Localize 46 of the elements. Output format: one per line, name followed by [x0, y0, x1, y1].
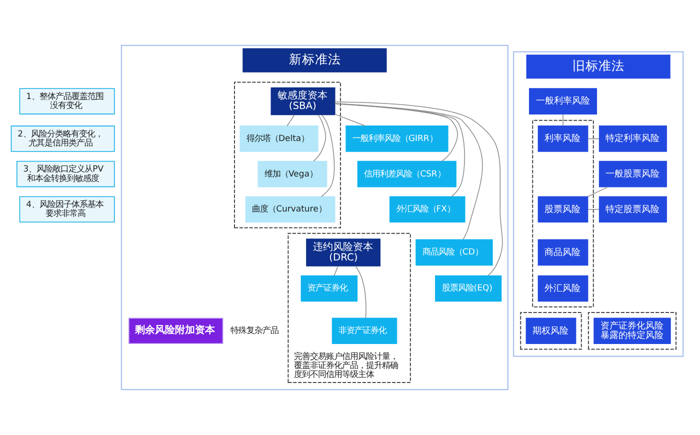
- node-label: 特殊复杂产品: [230, 325, 279, 336]
- node-box: 得尔塔（Delta）: [240, 126, 318, 152]
- node-box: 特定股票风险: [598, 196, 667, 223]
- connector: [334, 103, 483, 240]
- cluster: [520, 312, 582, 350]
- node-box: 期权风险: [526, 318, 576, 344]
- cluster: [532, 120, 594, 308]
- node-box: 2、风险分类略有变化，尤其是信用类产品: [10, 126, 115, 152]
- connector: [334, 266, 338, 276]
- node-box: 违约风险资本 (DRC): [306, 238, 380, 266]
- node-box: 资产证券化风险暴露的特定风险: [594, 318, 671, 344]
- node-box: 维加（Vega）: [258, 160, 328, 188]
- cluster: [234, 82, 341, 228]
- node-box: 外汇风险: [538, 275, 588, 302]
- node-box: 信用利差风险（CSR）: [357, 160, 456, 188]
- connector: [587, 186, 608, 198]
- connector: [320, 114, 335, 197]
- node-box: 资产证券化: [300, 275, 358, 302]
- node-box: 一般股票风险: [598, 160, 667, 188]
- connector: [562, 114, 564, 126]
- connector: [334, 103, 465, 197]
- node-box: 利率风险: [538, 126, 588, 152]
- connector: [334, 103, 458, 162]
- connector: [286, 114, 295, 126]
- node-box: 非资产证券化: [332, 318, 398, 344]
- node-box: 股票风险: [538, 196, 588, 223]
- connector: [355, 266, 366, 318]
- node-box: 剩余风险附加资本: [128, 318, 224, 344]
- connector: [587, 208, 600, 210]
- node-box: 1、整体产品覆盖范围没有变化: [19, 88, 115, 114]
- node-box: 商品风险: [538, 239, 588, 266]
- cluster: [588, 312, 677, 350]
- node-box: 特定利率风险: [598, 126, 667, 152]
- node-box: 股票风险(EQ): [435, 275, 502, 302]
- node-box: 外汇风险（FX）: [389, 196, 466, 223]
- node-box: 一般利率风险: [528, 88, 598, 114]
- connector: [313, 114, 326, 162]
- node-box: 曲度（Curvature）: [245, 196, 336, 223]
- node-box: 4、风险因子体系基本要求非常高: [19, 196, 115, 223]
- node-box: 3、风险敞口定义从PV和本金转换到敏感度: [16, 160, 115, 188]
- connector: [587, 138, 600, 140]
- connector: [334, 114, 366, 126]
- node-box: 商品风险（CD）: [416, 239, 493, 266]
- connector: [334, 102, 503, 276]
- node-box: 敏感度资本 (SBA): [270, 87, 336, 116]
- node-box: 一般利率风险（GIRR）: [346, 126, 448, 152]
